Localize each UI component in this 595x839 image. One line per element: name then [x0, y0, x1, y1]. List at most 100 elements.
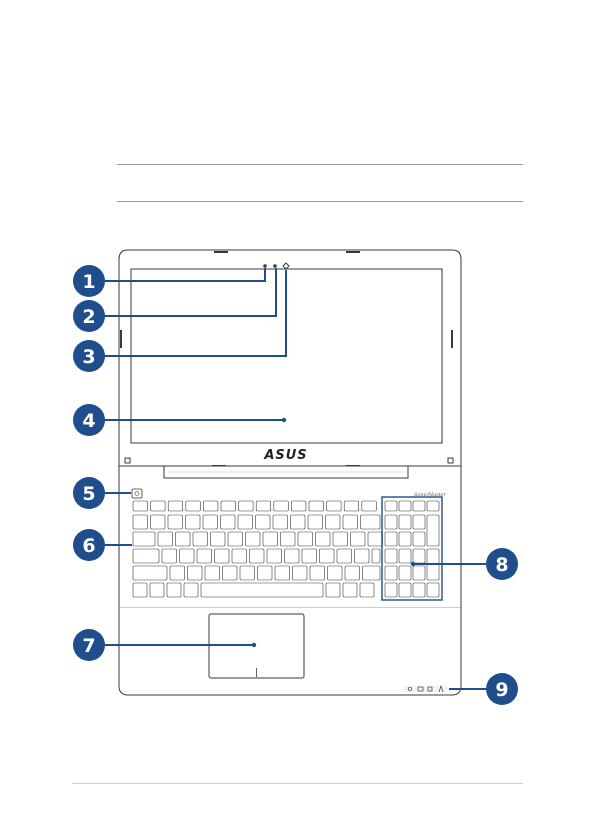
keyboard-key — [186, 501, 201, 511]
keyboard-key — [413, 515, 425, 529]
keyboard-key — [180, 549, 195, 563]
keyboard-key — [320, 549, 335, 563]
keyboard-key — [399, 583, 411, 597]
keyboard-key — [133, 566, 167, 580]
ambient-light-sensor — [283, 263, 289, 269]
keyboard-key — [273, 515, 288, 529]
keyboard-key — [133, 532, 155, 546]
keyboard-key — [427, 515, 439, 546]
keyboard-key — [345, 566, 360, 580]
laptop-lid — [119, 250, 461, 466]
keyboard-key — [385, 515, 397, 529]
keyboard-key — [256, 501, 271, 511]
keyboard-key — [205, 566, 220, 580]
laptop-base — [119, 466, 461, 695]
callout-3: 3 — [73, 340, 105, 372]
callout-7: 7 — [73, 629, 105, 661]
keyboard-key — [158, 532, 173, 546]
keyboard-key — [362, 501, 377, 511]
keyboard-key — [203, 501, 218, 511]
keyboard-key — [363, 566, 381, 580]
keyboard-key — [333, 532, 348, 546]
asus-logo: ASUS — [263, 448, 307, 463]
keyboard-key — [239, 501, 254, 511]
keyboard-key — [413, 532, 425, 546]
keyboard-key — [193, 532, 208, 546]
leader-line-2 — [101, 268, 276, 316]
keyboard-key — [246, 532, 261, 546]
keyboard-key — [291, 515, 306, 529]
keyboard-key — [151, 515, 166, 529]
callout-number: 7 — [82, 635, 95, 657]
keyboard-key — [326, 583, 340, 597]
keyboard-key — [263, 532, 278, 546]
keyboard-key — [170, 566, 185, 580]
keyboard-key — [309, 501, 324, 511]
keyboard-key — [361, 515, 381, 529]
keyboard-key — [351, 532, 366, 546]
keyboard-key — [399, 501, 411, 511]
keyboard-key — [372, 549, 380, 563]
keyboard-key — [221, 501, 236, 511]
keyboard-key — [240, 566, 255, 580]
keyboard-key — [203, 515, 218, 529]
camera-indicator — [264, 265, 267, 268]
keyboard-key — [221, 515, 236, 529]
callout-number: 9 — [495, 679, 508, 701]
keyboard-key — [151, 501, 166, 511]
keyboard-key — [360, 583, 374, 597]
callout-number: 4 — [82, 410, 95, 432]
keyboard-key — [310, 566, 325, 580]
keyboard-key — [413, 583, 425, 597]
keyboard-key — [223, 566, 238, 580]
keyboard-key — [368, 532, 383, 546]
keyboard-key — [238, 515, 253, 529]
keyboard-key — [267, 549, 282, 563]
keyboard-key — [186, 515, 201, 529]
keyboard-key — [385, 566, 397, 580]
keyboard-key — [215, 549, 230, 563]
keyboard-key — [275, 566, 290, 580]
callout-number: 5 — [82, 483, 95, 505]
keyboard-key — [413, 566, 425, 580]
keyboard-key — [176, 532, 191, 546]
keyboard-key — [274, 501, 289, 511]
numeric-keypad — [385, 501, 439, 597]
keyboard-key — [298, 532, 313, 546]
keyboard-key — [201, 583, 323, 597]
keyboard-key — [327, 501, 342, 511]
keyboard-key — [184, 583, 198, 597]
keyboard-key — [413, 549, 425, 563]
keyboard-key — [385, 549, 397, 563]
callout-number: 6 — [82, 535, 95, 557]
keyboard-key — [399, 515, 411, 529]
keyboard — [133, 501, 383, 597]
leader-line-3 — [101, 270, 286, 356]
keyboard-key — [150, 583, 164, 597]
camera — [274, 265, 277, 268]
keyboard-key — [308, 515, 323, 529]
keyboard-key — [256, 515, 271, 529]
keyboard-key — [188, 566, 203, 580]
callout-number: 8 — [495, 554, 508, 576]
keyboard-key — [344, 501, 359, 511]
status-indicators — [404, 686, 448, 692]
keyboard-key — [302, 549, 317, 563]
keyboard-key — [399, 566, 411, 580]
keyboard-key — [285, 549, 300, 563]
keyboard-key — [355, 549, 370, 563]
keyboard-key — [197, 549, 212, 563]
callout-number: 3 — [82, 346, 95, 368]
callout-1: 1 — [73, 265, 105, 297]
keyboard-key — [316, 532, 331, 546]
keyboard-key — [326, 515, 341, 529]
keyboard-key — [162, 549, 177, 563]
keyboard-key — [258, 566, 273, 580]
keyboard-key — [399, 532, 411, 546]
keyboard-key — [343, 515, 358, 529]
keyboard-key — [385, 501, 397, 511]
keyboard-key — [168, 515, 183, 529]
power-button — [132, 489, 142, 498]
leader-line-1 — [101, 268, 265, 281]
